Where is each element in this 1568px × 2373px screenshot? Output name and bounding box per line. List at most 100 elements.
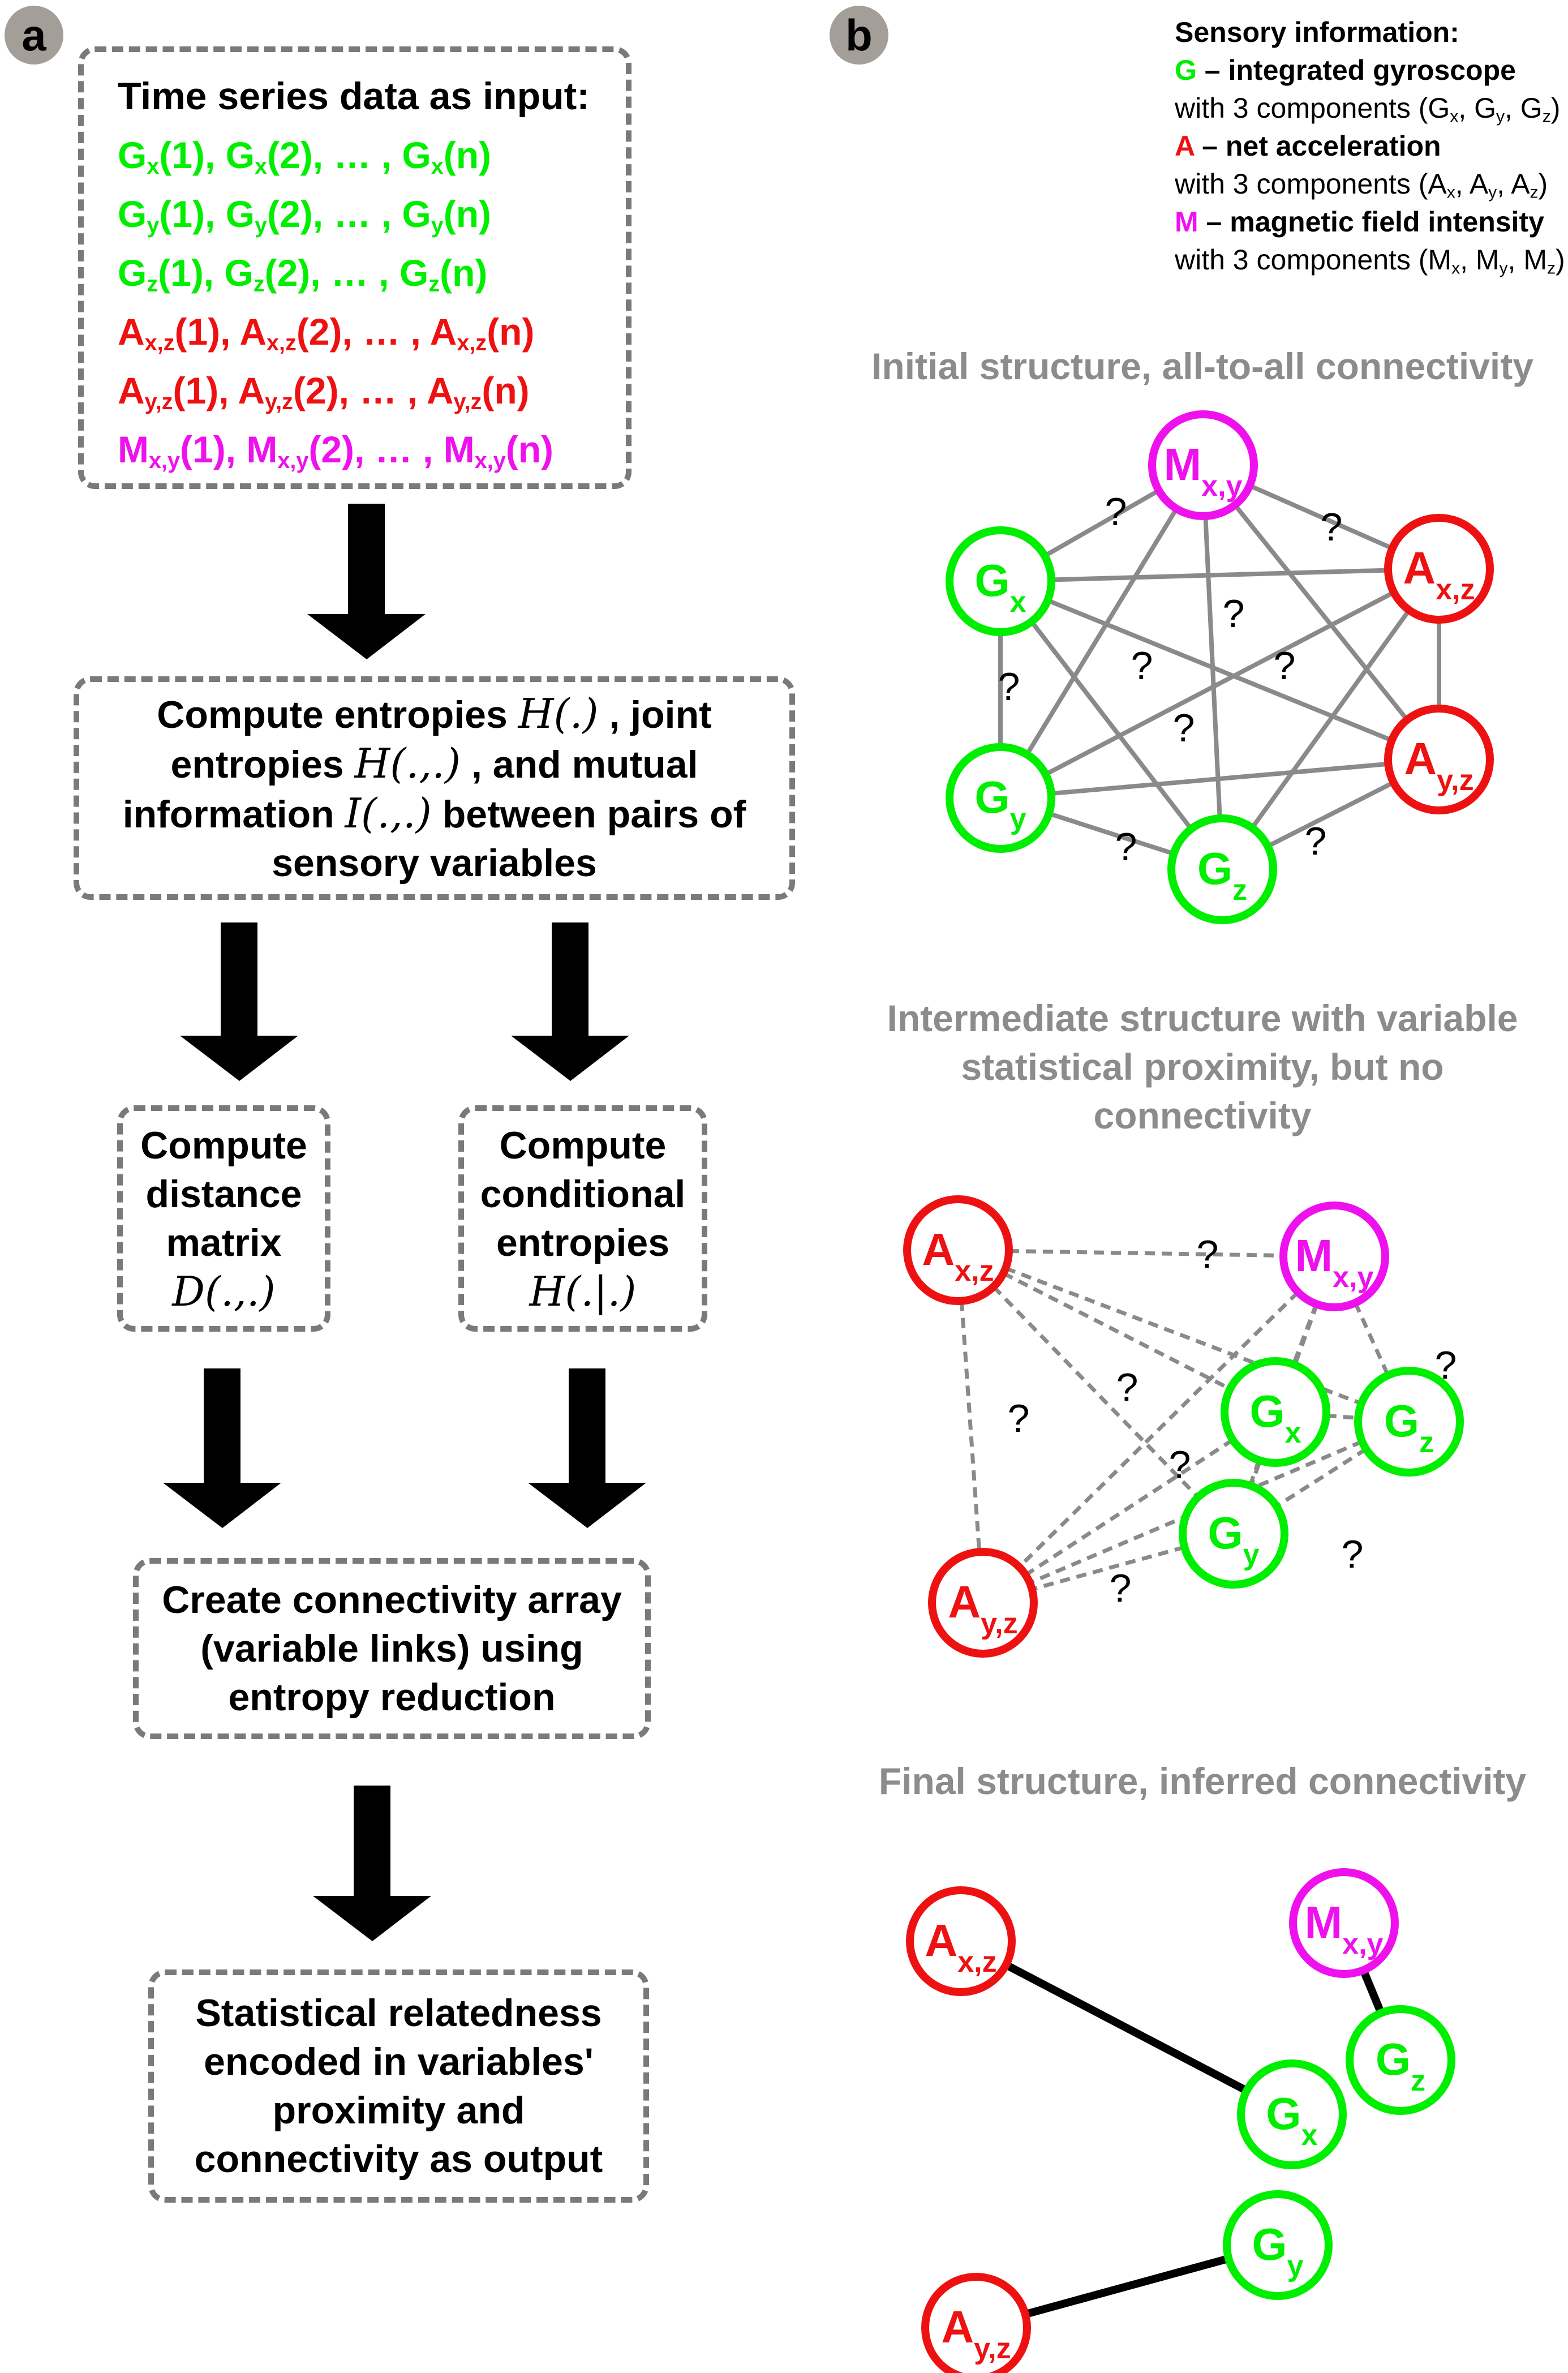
intermediate-structure-title: Intermediate structure with variable sta… bbox=[887, 997, 1518, 1136]
time-series-line-a-yz: Ay,z(1), Ay,z(2), … , Ay,z(n) bbox=[118, 370, 530, 414]
time-series-line-g-x: Gx(1), Gx(2), … , Gx(n) bbox=[118, 134, 492, 179]
output-line-3: proximity and bbox=[272, 2089, 525, 2132]
initial-question-2: ? bbox=[1223, 591, 1245, 636]
compute-entropies-box: Compute entropies H(.) , joint entropies… bbox=[74, 676, 795, 900]
intermediate-node-gy bbox=[1179, 1479, 1288, 1589]
intermediate-node-gz bbox=[1354, 1367, 1464, 1477]
entropy-line-1: Compute entropies H(.) , joint bbox=[157, 689, 712, 737]
initial-edge-ayz-gy bbox=[1000, 757, 1440, 800]
final-node-axz bbox=[906, 1886, 1016, 1996]
arrow-input-to-entropy bbox=[307, 504, 426, 659]
sensory-legend: Sensory information: G – integrated gyro… bbox=[1175, 14, 1565, 279]
final-node-gz bbox=[1346, 2005, 1455, 2115]
initial-question-5: ? bbox=[1274, 643, 1296, 688]
legend-m-components: with 3 components (Mx, My, Mz) bbox=[1175, 244, 1565, 278]
final-node-label-gz: Gz bbox=[1376, 2034, 1425, 2097]
intermediate-node-label-gz: Gz bbox=[1384, 1396, 1434, 1459]
initial-edge-axz-gy bbox=[999, 567, 1440, 800]
legend-g-components: with 3 components (Gx, Gy, Gz) bbox=[1175, 92, 1561, 126]
intermediate-node-ayz bbox=[928, 1548, 1038, 1658]
legend-a-components: with 3 components (Ax, Ay, Az) bbox=[1175, 168, 1548, 202]
intermediate-question-3: ? bbox=[1008, 1396, 1030, 1440]
initial-node-ayz bbox=[1384, 705, 1494, 814]
intermediate-edge-gz-ayz bbox=[982, 1419, 1410, 1605]
input-box-title: Time series data as input: bbox=[118, 75, 590, 118]
distance-line-3: matrix bbox=[166, 1221, 282, 1264]
time-series-line-g-z: Gz(1), Gz(2), … , Gz(n) bbox=[118, 252, 488, 297]
time-series-line-a-xz: Ax,z(1), Ax,z(2), … , Ax,z(n) bbox=[118, 311, 535, 355]
final-node-gx bbox=[1237, 2059, 1347, 2169]
final-node-label-gy: Gy bbox=[1252, 2219, 1303, 2282]
final-structure-title: Final structure, inferred connectivity bbox=[878, 1760, 1527, 1802]
panel-b-badge: b bbox=[830, 6, 888, 65]
initial-question-6: ? bbox=[1173, 706, 1195, 750]
initial-node-label-gz: Gz bbox=[1197, 843, 1247, 907]
arrow-distance-to-connectivity bbox=[163, 1368, 281, 1528]
input-data-box: Time series data as input: Gx(1), Gx(2),… bbox=[78, 46, 632, 489]
conditional-entropies-box: Compute conditional entropies H(.|.) bbox=[458, 1105, 707, 1332]
initial-edge-ayz-gx bbox=[999, 579, 1440, 762]
intermediate-node-mxy bbox=[1279, 1201, 1389, 1311]
final-edge-axz-gx bbox=[959, 1937, 1294, 2118]
output-box: Statistical relatedness encoded in varia… bbox=[148, 1969, 649, 2203]
legend-g: G – integrated gyroscope bbox=[1175, 54, 1516, 86]
intermediate-edge-mxy-ayz bbox=[981, 1255, 1336, 1604]
initial-node-label-ayz: Ay,z bbox=[1404, 733, 1474, 797]
initial-structure-title: Initial structure, all-to-all connectivi… bbox=[871, 345, 1533, 387]
initial-node-gx bbox=[946, 526, 1055, 636]
intermediate-node-label-gy: Gy bbox=[1208, 1508, 1259, 1571]
entropy-line-2: entropies H(.,.) , and mutual bbox=[170, 739, 698, 787]
intermediate-question-4: ? bbox=[1169, 1443, 1191, 1487]
initial-edge-mxy-gy bbox=[998, 464, 1205, 800]
final-node-gy bbox=[1223, 2190, 1333, 2300]
panel-a-badge: a bbox=[5, 6, 63, 65]
initial-node-mxy bbox=[1148, 410, 1258, 520]
intermediate-node-label-axz: Ax,z bbox=[922, 1224, 994, 1288]
initial-question-7: ? bbox=[1115, 825, 1137, 869]
intermediate-question-0: ? bbox=[1197, 1232, 1219, 1276]
initial-edge-axz-gx bbox=[1000, 567, 1440, 583]
initial-question-1: ? bbox=[1321, 505, 1343, 549]
time-series-line-g-y: Gy(1), Gy(2), … , Gy(n) bbox=[118, 193, 492, 238]
arrow-conditional-to-connectivity bbox=[528, 1368, 646, 1528]
initial-node-label-gx: Gx bbox=[974, 555, 1026, 619]
initial-node-axz bbox=[1384, 514, 1494, 624]
intermediate-node-gx bbox=[1221, 1357, 1330, 1467]
intermediate-edge-axz-gz bbox=[957, 1248, 1410, 1424]
intermediate-node-label-gx: Gx bbox=[1249, 1386, 1301, 1449]
intermediate-question-6: ? bbox=[1110, 1566, 1132, 1610]
intermediate-question-2: ? bbox=[1116, 1365, 1139, 1409]
arrow-entropy-to-distance bbox=[180, 922, 298, 1081]
intermediate-edge-gx-ayz bbox=[982, 1410, 1277, 1604]
time-series-line-m-xy: Mx,y(1), Mx,y(2), … , Mx,y(n) bbox=[118, 428, 554, 473]
intermediate-node-label-ayz: Ay,z bbox=[948, 1577, 1017, 1640]
initial-question-4: ? bbox=[1131, 643, 1153, 688]
arrow-entropy-to-conditional bbox=[511, 922, 629, 1081]
connectivity-line-1: Create connectivity array bbox=[162, 1578, 622, 1621]
distance-math: D(.,.) bbox=[172, 1268, 276, 1315]
initial-node-label-gy: Gy bbox=[974, 772, 1026, 835]
intermediate-question-5: ? bbox=[1342, 1532, 1364, 1576]
connectivity-line-3: entropy reduction bbox=[228, 1676, 556, 1719]
intermediate-edge-axz-gy bbox=[956, 1248, 1235, 1535]
connectivity-array-box: Create connectivity array (variable link… bbox=[133, 1558, 651, 1739]
intermediate-edge-axz-ayz bbox=[956, 1250, 985, 1603]
conditional-line-2: conditional bbox=[480, 1173, 686, 1216]
initial-question-3: ? bbox=[998, 664, 1020, 709]
intermediate-edge-axz-mxy bbox=[957, 1248, 1335, 1259]
final-node-label-axz: Ax,z bbox=[925, 1915, 996, 1979]
final-node-label-gx: Gx bbox=[1266, 2088, 1317, 2152]
final-node-label-ayz: Ay,z bbox=[941, 2302, 1011, 2365]
distance-line-2: distance bbox=[145, 1173, 302, 1216]
output-line-2: encoded in variables' bbox=[204, 2040, 594, 2083]
arrow-connectivity-to-output bbox=[313, 1786, 431, 1941]
initial-node-gy bbox=[946, 743, 1055, 853]
legend-title: Sensory information: bbox=[1175, 16, 1459, 48]
legend-a: A – net acceleration bbox=[1175, 130, 1441, 162]
distance-line-1: Compute bbox=[140, 1124, 307, 1167]
final-node-ayz bbox=[921, 2273, 1031, 2373]
initial-node-gz bbox=[1167, 814, 1277, 924]
time-series-lines: Gx(1), Gx(2), … , Gx(n) Gy(1), Gy(2), … ,… bbox=[118, 126, 592, 479]
